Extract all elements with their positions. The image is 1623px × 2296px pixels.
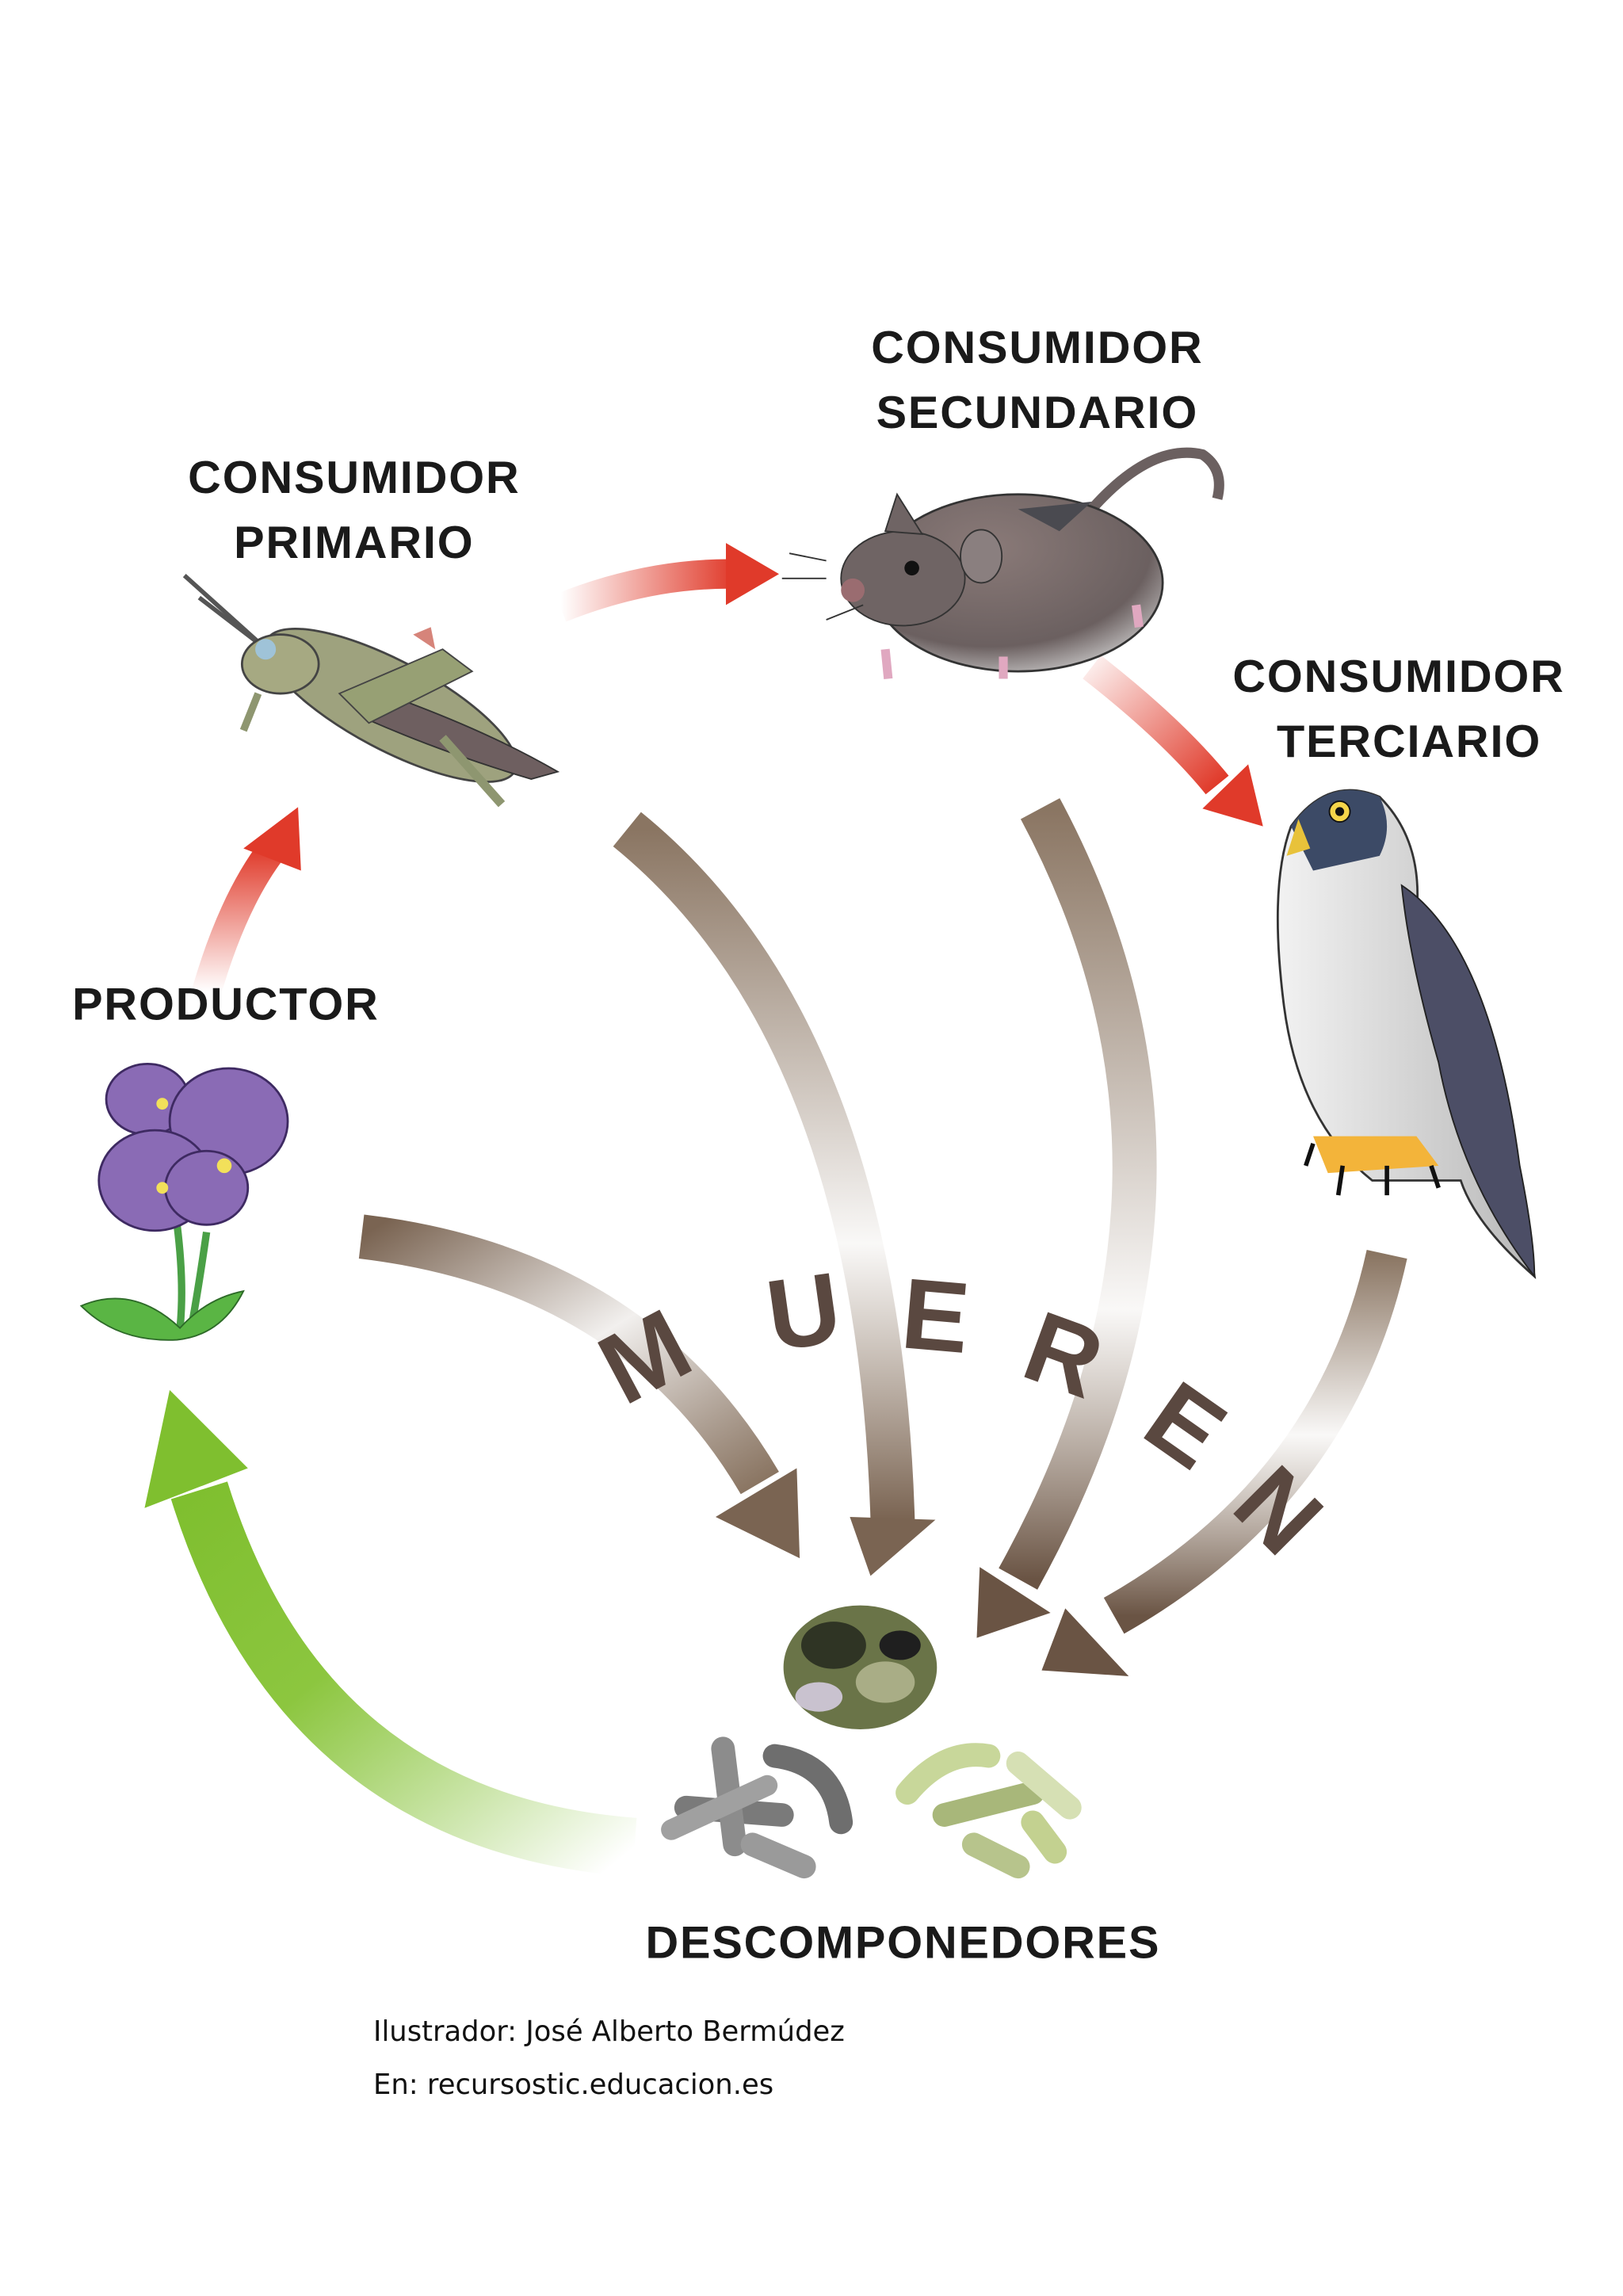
arrow-producer-to-primary (192, 807, 301, 996)
credit-illustrator: Ilustrador: José Alberto Bermúdez (373, 2015, 845, 2048)
label-producer: PRODUCTOR (72, 980, 380, 1030)
label-primary-line1: CONSUMIDOR (188, 453, 520, 503)
label-primary-line2: PRIMARIO (234, 518, 474, 568)
arrow-secondary-to-tertiary (1083, 655, 1263, 827)
mouse-icon (781, 447, 1224, 679)
decomposer-bacteria-green-icon (896, 1743, 1082, 1879)
grasshopper-icon (182, 574, 560, 808)
decomposer-bacteria-gray-icon (661, 1736, 854, 1879)
mueren-letter: U (760, 1251, 847, 1372)
violet-flower-icon (79, 1062, 289, 1341)
label-secondary-line2: SECUNDARIO (876, 388, 1199, 438)
arrow-decomposers-to-producer (144, 1389, 637, 1878)
label-decomposers: DESCOMPONEDORES (645, 1918, 1160, 1969)
arrow-primary-to-secondary (555, 543, 780, 622)
arrow-producer-dies (358, 1214, 800, 1559)
arrow-secondary-dies (976, 798, 1157, 1638)
falcon-icon (1276, 789, 1537, 1280)
detritus-icon (783, 1605, 938, 1730)
credit-source: En: recursostic.educacion.es (373, 2069, 773, 2101)
mueren-letter: E (897, 1256, 973, 1374)
mueren-letter: E (1126, 1359, 1246, 1490)
arrow-primary-dies (613, 812, 936, 1576)
label-secondary-line1: CONSUMIDOR (871, 323, 1203, 373)
label-tertiary-line1: CONSUMIDOR (1232, 651, 1564, 702)
arrow-tertiary-dies (1041, 1249, 1407, 1677)
label-tertiary-line2: TERCIARIO (1277, 716, 1541, 767)
